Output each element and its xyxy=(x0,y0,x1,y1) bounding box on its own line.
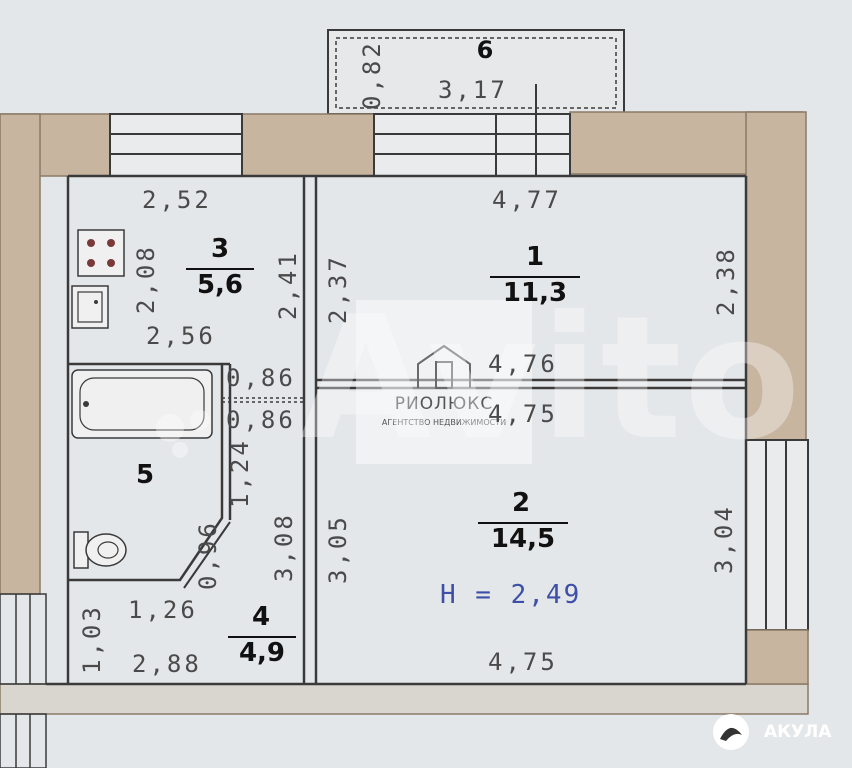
dim-hall-width-bottom: 2,88 xyxy=(132,650,202,678)
dim-room1-width-bottom: 4,76 xyxy=(488,350,558,378)
dim-balcony-length: 3,17 xyxy=(438,76,508,104)
shark-logo-icon xyxy=(713,714,749,750)
wall-right-lower xyxy=(745,629,809,685)
ceiling-height-label: H = 2,49 xyxy=(440,580,582,610)
dim-doorway-top: 0,86 xyxy=(226,364,296,392)
dim-room2-height-left: 3,05 xyxy=(324,514,352,584)
agency-subtitle: АГЕНТСТВО НЕДВИЖИМОСТИ xyxy=(381,418,507,427)
interior-walls xyxy=(46,174,748,686)
room-number-4: 4 xyxy=(251,602,271,632)
balcony-outline xyxy=(327,29,625,115)
partner-watermark: АКУЛА xyxy=(712,710,842,754)
dim-room1-width-top: 4,77 xyxy=(492,186,562,214)
room-area-3: 5,6 xyxy=(186,268,254,298)
window-room2 xyxy=(745,439,809,631)
doorway-marks xyxy=(222,397,304,403)
stove-icon xyxy=(77,229,125,277)
room-area-1: 11,3 xyxy=(490,276,580,306)
toilet-icon xyxy=(73,531,127,569)
room-area-2: 14,5 xyxy=(478,522,568,552)
agency-watermark: РИОЛЮКС АГЕНТСТВО НЕДВИЖИМОСТИ xyxy=(356,300,532,464)
dim-doorway-bottom: 0,86 xyxy=(226,406,296,434)
dim-kitchen-wall-208: 2,08 xyxy=(132,244,160,314)
bath-diagonal xyxy=(183,521,231,589)
exterior-walls xyxy=(0,111,809,715)
room-area-4: 4,9 xyxy=(228,636,296,666)
dim-hall-height-103: 1,03 xyxy=(78,604,106,674)
dim-room1-height-left: 2,37 xyxy=(324,254,352,324)
dim-kitchen-width-bottom: 2,56 xyxy=(146,322,216,350)
dim-room2-height-right: 3,04 xyxy=(710,504,738,574)
sink-icon xyxy=(71,285,109,329)
bathtub-icon xyxy=(71,369,213,439)
balcony-inner-outline xyxy=(335,37,617,109)
agency-name: РИОЛЮКС xyxy=(394,394,494,414)
partner-name: АКУЛА xyxy=(764,722,832,742)
avito-watermark: Avito xyxy=(300,280,803,478)
balcony-door xyxy=(373,84,571,177)
room-number-5: 5 xyxy=(135,460,155,490)
room-number-2: 2 xyxy=(511,488,531,518)
dim-kitchen-width-top: 2,52 xyxy=(142,186,212,214)
avito-watermark-logo xyxy=(156,410,210,458)
room-number-3: 3 xyxy=(210,234,230,264)
dim-room2-width-bottom: 4,75 xyxy=(488,648,558,676)
dim-balcony-depth: 0,82 xyxy=(358,40,386,110)
window-left-lower xyxy=(0,593,47,768)
dim-bath-diagonal-096: 0,96 xyxy=(194,520,222,590)
agency-house-icon xyxy=(417,344,471,389)
dim-room1-height-right: 2,38 xyxy=(712,246,740,316)
dim-bath-wall-124: 1,24 xyxy=(226,438,254,508)
dim-hall-height-308: 3,08 xyxy=(270,512,298,582)
window-kitchen xyxy=(109,113,243,177)
dim-hall-width-mid: 1,26 xyxy=(128,596,198,624)
dim-room2-width-top: 4,75 xyxy=(488,400,558,428)
room-number-6: 6 xyxy=(476,36,494,64)
dim-kitchen-height: 2,41 xyxy=(274,250,302,320)
room-number-1: 1 xyxy=(525,242,545,272)
